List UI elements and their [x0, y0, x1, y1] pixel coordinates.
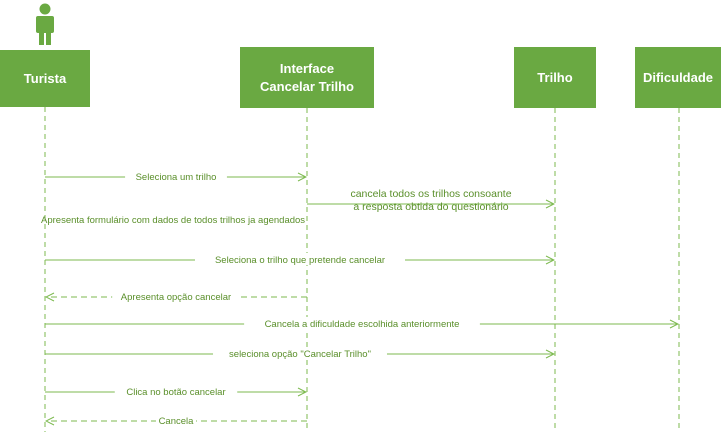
message-label-bg	[125, 170, 227, 182]
message-label-bg	[195, 253, 405, 265]
message-label: cancela todos os trilhos consoante	[350, 188, 511, 200]
message-label: Seleciona o trilho que pretende cancelar	[215, 255, 385, 266]
message-label: seleciona opção "Cancelar Trilho"	[229, 349, 371, 360]
message-label: Cancela	[159, 416, 195, 427]
message-label: Apresenta opção cancelar	[121, 292, 231, 303]
message-label-bg	[155, 414, 197, 426]
message-label: Clica no botão cancelar	[126, 387, 225, 398]
participant-box-interface	[240, 47, 374, 108]
person-icon	[36, 3, 54, 45]
message-label: Cancela a dificuldade escolhida anterior…	[265, 319, 460, 330]
participant-label-interface: Cancelar Trilho	[260, 79, 354, 94]
participant-label-dificuldade: Dificuldade	[643, 70, 713, 85]
participant-box-dificuldade	[635, 47, 721, 108]
participant-label-interface: Interface	[280, 61, 334, 76]
message-label: a resposta obtida do questionário	[353, 201, 508, 213]
message-label: Apresenta formulário com dados de todos …	[41, 215, 305, 226]
message-label-bg	[112, 290, 240, 302]
participant-label-turista: Turista	[24, 71, 67, 86]
message-label-bg	[114, 385, 238, 397]
participant-box-trilho	[514, 47, 596, 108]
message-label-bg	[213, 347, 387, 359]
participant-box-turista	[0, 50, 90, 107]
participant-label-trilho: Trilho	[537, 70, 572, 85]
message-label-bg	[244, 317, 480, 329]
message-label: Seleciona um trilho	[136, 172, 217, 183]
